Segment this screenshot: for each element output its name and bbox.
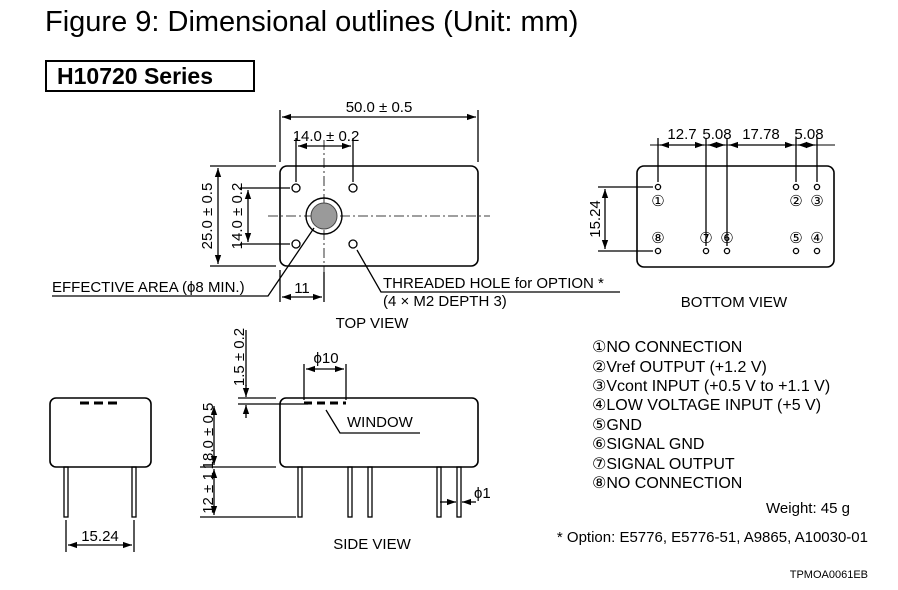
side-top-dim: 1.5 ± 0.2: [231, 328, 248, 386]
weight-label: Weight: 45 g: [766, 500, 850, 517]
side-view-label: SIDE VIEW: [333, 536, 411, 553]
window-label: WINDOW: [347, 414, 414, 431]
front-view: [49, 397, 152, 552]
threaded-hole-label: THREADED HOLE for OPTION *: [383, 275, 604, 292]
side-body-dim: 18.0 ± 0.5: [200, 403, 217, 470]
threaded-hole: [291, 183, 301, 193]
pin-list-item: ⑧NO CONNECTION: [592, 475, 742, 492]
side-pin-dim: 12 ± 1: [200, 472, 217, 514]
pin: [131, 466, 137, 518]
pin-list-item: ④LOW VOLTAGE INPUT (+5 V): [592, 397, 821, 414]
threaded-hole: [291, 239, 301, 249]
series-box: H10720 Series: [45, 60, 255, 92]
pin-number-7: ⑦: [699, 230, 712, 247]
bottom-dim-1: 12.7: [667, 126, 696, 143]
pin-list-item: ⑤GND: [592, 417, 642, 434]
bottom-dim-3: 17.78: [742, 126, 780, 143]
pin-list-item: ②Vref OUTPUT (+1.2 V): [592, 359, 767, 376]
bottom-view: [598, 138, 835, 268]
top-offset-dim: 11: [294, 280, 310, 297]
pin-hole: [792, 183, 800, 191]
front-width-dim: 15.24: [81, 528, 119, 545]
effective-area-window: [305, 197, 343, 235]
series-label: H10720 Series: [57, 63, 214, 89]
pin-number-2: ②: [789, 193, 802, 210]
pin-hole: [702, 247, 710, 255]
pin-number-1: ①: [651, 193, 664, 210]
pin: [297, 466, 303, 518]
pin-number-8: ⑧: [651, 230, 664, 247]
pin-list-item: ⑥SIGNAL GND: [592, 436, 704, 453]
pin-list-item: ⑦SIGNAL OUTPUT: [592, 456, 735, 473]
bottom-vertical-dim: 15.24: [587, 200, 604, 238]
pin-hole: [813, 183, 821, 191]
drawing-code: TPMOA0061EB: [790, 569, 868, 581]
pin-hole: [813, 247, 821, 255]
pin: [63, 466, 69, 518]
pin: [456, 466, 462, 518]
top-view-label: TOP VIEW: [336, 315, 410, 332]
top-height-dim: 25.0 ± 0.5: [199, 183, 216, 250]
threaded-hole: [348, 183, 358, 193]
pin: [436, 466, 442, 518]
threaded-hole-detail: (4 × M2 DEPTH 3): [383, 293, 507, 310]
option-note: * Option: E5776, E5776-51, A9865, A10030…: [557, 529, 868, 546]
side-view-body: [279, 397, 479, 468]
window-dim: ϕ10: [313, 350, 338, 367]
threaded-hole: [348, 239, 358, 249]
pin-hole: [654, 247, 662, 255]
figure-title: Figure 9: Dimensional outlines (Unit: mm…: [45, 6, 579, 38]
bottom-view-label: BOTTOM VIEW: [681, 294, 788, 311]
pin-number-6: ⑥: [720, 230, 733, 247]
pin-hole: [792, 247, 800, 255]
pin-number-4: ④: [810, 230, 823, 247]
pin-list-item: ①NO CONNECTION: [592, 339, 742, 356]
pin-list-item: ③Vcont INPUT (+0.5 V to +1.1 V): [592, 378, 830, 395]
side-view: [200, 330, 479, 518]
pin-number-5: ⑤: [789, 230, 802, 247]
bottom-dim-4: 5.08: [794, 126, 823, 143]
pin-hole: [654, 183, 662, 191]
front-view-body: [49, 397, 152, 468]
top-view-body: [279, 165, 479, 267]
top-inner-height-dim: 14.0 ± 0.2: [229, 183, 246, 250]
pin-hole: [723, 247, 731, 255]
pin: [367, 466, 373, 518]
top-pin-spacing-dim: 14.0 ± 0.2: [293, 128, 360, 145]
bottom-dim-2: 5.08: [702, 126, 731, 143]
pin-number-3: ③: [810, 193, 823, 210]
top-width-dim: 50.0 ± 0.5: [346, 99, 413, 116]
pin-diameter-dim: ϕ1: [474, 485, 491, 502]
bottom-view-body: [636, 165, 835, 268]
pin: [347, 466, 353, 518]
top-view: [52, 110, 620, 302]
effective-area-label: EFFECTIVE AREA (ϕ8 MIN.): [52, 279, 245, 296]
